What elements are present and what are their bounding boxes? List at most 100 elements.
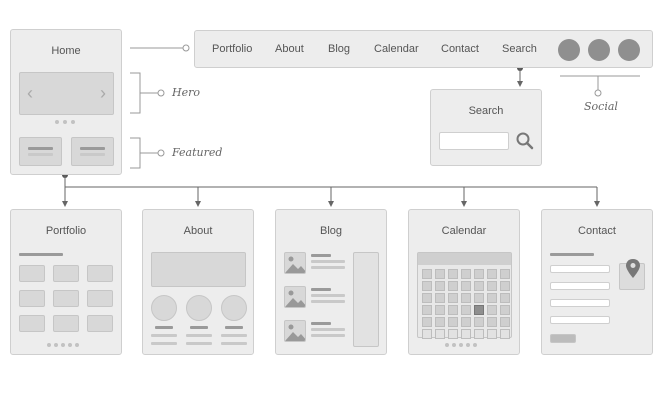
slider-dot[interactable] (63, 120, 67, 124)
calendar-day[interactable] (461, 293, 471, 303)
nav-item-about[interactable]: About (275, 43, 304, 55)
slider-dot[interactable] (71, 120, 75, 124)
calendar-day[interactable] (435, 305, 445, 315)
calendar-day[interactable] (487, 317, 497, 327)
social-icon[interactable] (558, 39, 580, 61)
nav-item-contact[interactable]: Contact (441, 43, 479, 55)
search-title: Search (468, 105, 504, 117)
calendar-day[interactable] (422, 329, 432, 339)
contact-message-field[interactable] (550, 316, 610, 324)
calendar-day[interactable] (500, 293, 510, 303)
portfolio-thumbnail[interactable] (53, 265, 79, 282)
magnifier-icon[interactable] (515, 131, 535, 151)
calendar-day[interactable] (487, 269, 497, 279)
portfolio-thumbnail[interactable] (19, 290, 45, 307)
calendar-day[interactable] (487, 281, 497, 291)
calendar-day[interactable] (435, 329, 445, 339)
home-card[interactable]: Home ‹ › (10, 29, 122, 175)
calendar-day[interactable] (448, 329, 458, 339)
blog-post-line (311, 322, 331, 325)
team-avatar (151, 295, 177, 321)
calendar-day[interactable] (474, 269, 484, 279)
contact-name-field[interactable] (550, 265, 610, 273)
blog-post-line (311, 266, 345, 269)
calendar-day[interactable] (461, 281, 471, 291)
calendar-day[interactable] (474, 293, 484, 303)
blog-post-line (311, 334, 345, 337)
nav-item-portfolio[interactable]: Portfolio (212, 43, 253, 55)
calendar-day[interactable] (487, 305, 497, 315)
blog-post-line (311, 328, 345, 331)
calendar-day[interactable] (422, 317, 432, 327)
social-icon[interactable] (618, 39, 640, 61)
calendar-day[interactable] (422, 281, 432, 291)
portfolio-thumbnail[interactable] (87, 315, 113, 332)
calendar-day[interactable] (448, 281, 458, 291)
portfolio-card[interactable]: Portfolio (10, 209, 122, 355)
portfolio-thumbnail[interactable] (19, 315, 45, 332)
calendar-title: Calendar (441, 225, 487, 237)
calendar-day[interactable] (474, 305, 484, 315)
featured-note: Featured (172, 146, 223, 159)
calendar-day[interactable] (461, 305, 471, 315)
calendar-day[interactable] (500, 281, 510, 291)
calendar-day[interactable] (461, 317, 471, 327)
contact-card[interactable]: Contact (541, 209, 653, 355)
slider-dot[interactable] (55, 120, 59, 124)
team-avatar (221, 295, 247, 321)
calendar-day[interactable] (448, 305, 458, 315)
calendar-day[interactable] (474, 281, 484, 291)
calendar-day[interactable] (461, 329, 471, 339)
blog-title: Blog (319, 225, 343, 237)
calendar-day[interactable] (474, 329, 484, 339)
calendar-day[interactable] (500, 317, 510, 327)
chevron-left-icon[interactable]: ‹ (27, 83, 33, 103)
nav-item-search[interactable]: Search (502, 43, 537, 55)
calendar-day[interactable] (422, 305, 432, 315)
search-input[interactable] (439, 132, 509, 150)
nav-bar: Portfolio About Blog Calendar Contact Se… (194, 30, 653, 68)
contact-subject-field[interactable] (550, 299, 610, 307)
portfolio-thumbnail[interactable] (19, 265, 45, 282)
calendar-day[interactable] (435, 269, 445, 279)
team-avatar (186, 295, 212, 321)
featured-item[interactable] (19, 137, 62, 166)
hero-slider[interactable]: ‹ › (19, 72, 114, 115)
calendar-day[interactable] (487, 329, 497, 339)
calendar-day[interactable] (487, 293, 497, 303)
portfolio-thumbnail[interactable] (53, 315, 79, 332)
about-card[interactable]: About (142, 209, 254, 355)
calendar-day[interactable] (461, 269, 471, 279)
contact-email-field[interactable] (550, 282, 610, 290)
calendar-card[interactable]: Calendar (408, 209, 520, 355)
calendar-day[interactable] (500, 329, 510, 339)
social-icon[interactable] (588, 39, 610, 61)
portfolio-thumbnail[interactable] (87, 265, 113, 282)
about-banner (151, 252, 246, 287)
calendar-day[interactable] (435, 281, 445, 291)
calendar-day[interactable] (435, 317, 445, 327)
calendar-widget[interactable] (417, 252, 512, 339)
nav-item-calendar[interactable]: Calendar (374, 43, 419, 55)
calendar-day[interactable] (448, 269, 458, 279)
calendar-day[interactable] (500, 269, 510, 279)
calendar-day[interactable] (448, 317, 458, 327)
search-card: Search (430, 89, 542, 166)
nav-item-blog[interactable]: Blog (328, 43, 351, 55)
blog-card[interactable]: Blog (275, 209, 387, 355)
portfolio-thumbnail[interactable] (87, 290, 113, 307)
calendar-day[interactable] (422, 269, 432, 279)
portfolio-thumbnail[interactable] (53, 290, 79, 307)
contact-submit-button[interactable] (550, 334, 576, 343)
calendar-day[interactable] (500, 305, 510, 315)
calendar-day[interactable] (422, 293, 432, 303)
chevron-right-icon[interactable]: › (100, 83, 106, 103)
contact-map[interactable] (619, 259, 645, 290)
calendar-day[interactable] (448, 293, 458, 303)
featured-item[interactable] (71, 137, 114, 166)
calendar-day[interactable] (474, 317, 484, 327)
calendar-day[interactable] (435, 293, 445, 303)
home-title: Home (51, 45, 81, 57)
blog-sidebar (353, 252, 379, 347)
